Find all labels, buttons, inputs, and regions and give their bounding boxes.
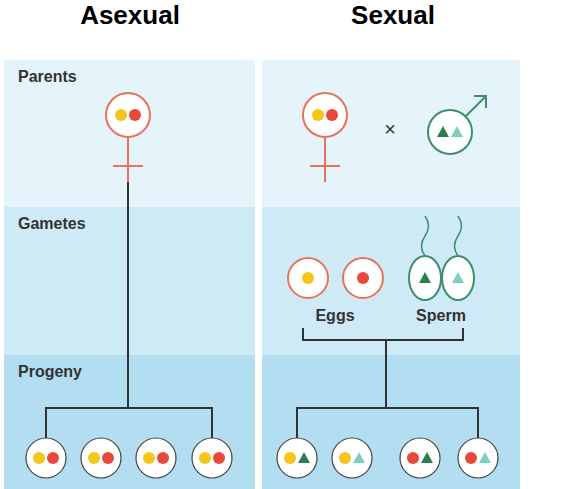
lineage-line xyxy=(46,407,212,409)
egg-cell xyxy=(288,258,328,298)
lineage-line xyxy=(385,340,387,408)
allele-triangle xyxy=(353,452,365,463)
female-cross xyxy=(310,165,340,167)
allele-dot xyxy=(407,452,419,464)
allele-triangle xyxy=(437,126,449,137)
progeny-cell xyxy=(192,438,232,478)
egg-cell xyxy=(343,258,383,298)
allele-triangle xyxy=(298,452,310,463)
progeny-cell xyxy=(136,438,176,478)
allele-triangle xyxy=(452,272,464,283)
progeny-cell xyxy=(26,438,66,478)
progeny-cell xyxy=(400,438,440,478)
male-arrow xyxy=(474,96,486,108)
band-fill xyxy=(262,207,520,355)
band-fill xyxy=(262,60,520,207)
female-symbol xyxy=(106,93,150,137)
allele-dot xyxy=(47,452,59,464)
sperm-cell xyxy=(409,256,441,300)
lineage-line xyxy=(296,407,298,438)
allele-triangle xyxy=(451,126,463,137)
band-fill xyxy=(262,355,520,489)
band-label: Parents xyxy=(18,68,241,86)
allele-dot xyxy=(213,452,225,464)
allele-dot xyxy=(115,109,127,121)
allele-triangle xyxy=(479,452,491,463)
band-label: Progeny xyxy=(18,363,241,381)
allele-dot xyxy=(465,452,477,464)
cross-sign: × xyxy=(384,118,396,141)
lineage-line xyxy=(297,407,478,409)
female-symbol xyxy=(303,93,347,137)
allele-dot xyxy=(199,452,211,464)
gamete-label: Eggs xyxy=(315,307,354,325)
allele-dot xyxy=(157,452,169,464)
allele-dot xyxy=(129,109,141,121)
allele-triangle xyxy=(421,452,433,463)
band: Gametes xyxy=(4,207,255,355)
allele-dot xyxy=(302,272,314,284)
allele-dot xyxy=(88,452,100,464)
allele-dot xyxy=(312,109,324,121)
male-symbol xyxy=(428,110,472,154)
male-arrow xyxy=(466,96,486,116)
column-heading: Sexual xyxy=(351,0,435,31)
band: Progeny xyxy=(4,355,255,489)
allele-dot xyxy=(326,109,338,121)
progeny-cell xyxy=(332,438,372,478)
lineage-line xyxy=(45,407,47,438)
gamete-label: Sperm xyxy=(416,307,466,325)
female-cross xyxy=(113,165,143,167)
sperm-tail xyxy=(422,216,429,256)
allele-triangle xyxy=(419,272,431,283)
allele-dot xyxy=(339,452,351,464)
progeny-cell xyxy=(81,438,121,478)
lineage-line xyxy=(477,407,479,438)
sperm-cell xyxy=(442,256,474,300)
allele-dot xyxy=(33,452,45,464)
progeny-cell xyxy=(277,438,317,478)
female-cross xyxy=(324,137,326,182)
band: Parents xyxy=(4,60,255,207)
progeny-cell xyxy=(458,438,498,478)
band-label: Gametes xyxy=(18,215,241,233)
lineage-line xyxy=(127,182,129,408)
column-heading: Asexual xyxy=(80,0,180,31)
bracket xyxy=(303,328,463,340)
allele-dot xyxy=(357,272,369,284)
lineage-line xyxy=(211,407,213,438)
allele-dot xyxy=(102,452,114,464)
female-cross xyxy=(127,137,129,182)
sperm-tail xyxy=(455,216,462,256)
allele-dot xyxy=(143,452,155,464)
allele-dot xyxy=(284,452,296,464)
